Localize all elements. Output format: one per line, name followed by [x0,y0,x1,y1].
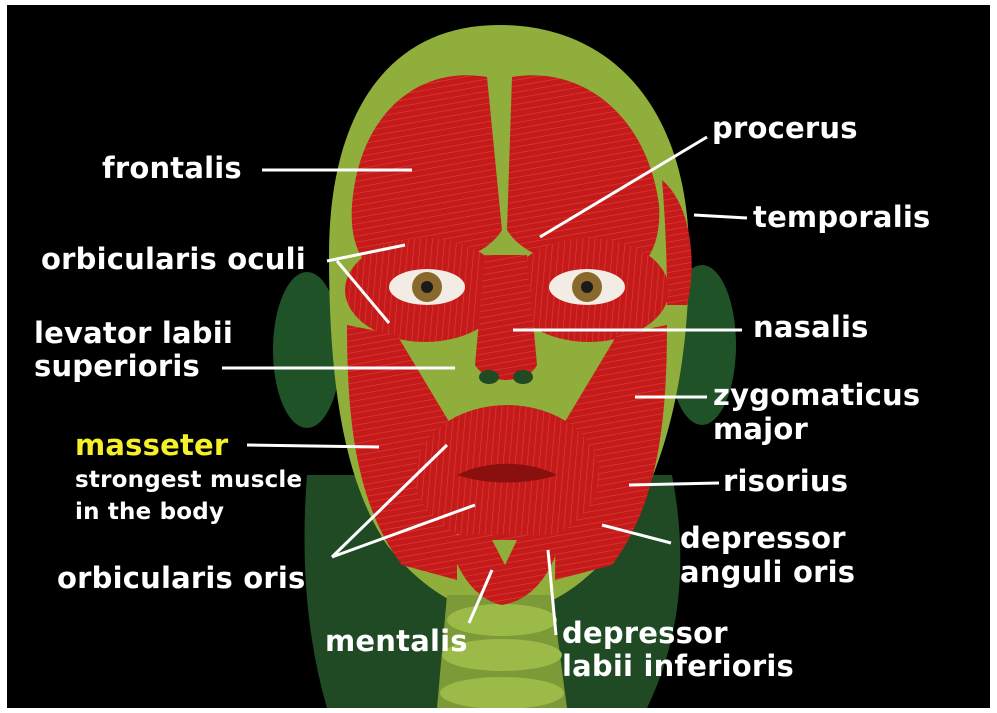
label-levator-labii-line2: superioris [34,350,200,383]
label-frontalis: frontalis [102,152,242,185]
nasalis-shape [475,255,537,380]
label-masseter: masseter [75,429,228,462]
diagram-frame: frontalis orbicularis oculi levator labi… [7,5,990,708]
label-depressor-anguli-line2: anguli oris [680,556,855,589]
label-zygomaticus-line1: zygomaticus [713,379,920,412]
label-zygomaticus-line2: major [713,413,808,446]
label-depressor-labii-line1: depressor [562,617,728,650]
label-masseter-note-line2: in the body [75,497,224,527]
label-depressor-labii-line2: labii inferioris [562,650,794,683]
label-nasalis: nasalis [753,311,869,344]
label-orbicularis-oris: orbicularis oris [57,562,306,595]
label-masseter-note-line1: strongest muscle [75,465,302,495]
label-risorius: risorius [723,465,848,498]
label-orbicularis-oculi: orbicularis oculi [41,243,306,276]
label-depressor-anguli-line1: depressor [680,522,846,555]
label-mentalis: mentalis [325,625,468,658]
label-levator-labii-line1: levator labii [34,317,233,350]
label-temporalis: temporalis [753,201,930,234]
label-procerus: procerus [712,112,858,145]
